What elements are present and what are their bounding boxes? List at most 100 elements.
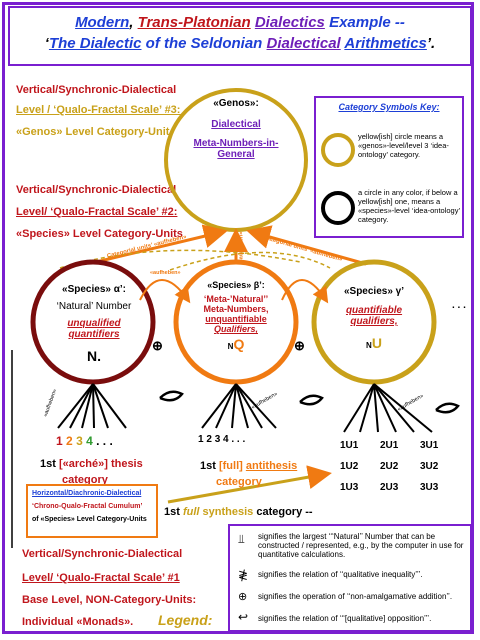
synth-cell-4: 1U2	[340, 461, 359, 472]
title-arithmetics: Arithmetics	[344, 35, 427, 52]
beta-fan	[201, 383, 277, 429]
species-alpha-line3: unqualified quantifiers	[67, 318, 121, 340]
arrow-alpha-beta	[139, 279, 191, 304]
title-quote-close: ’.	[426, 35, 436, 52]
title-dialectics: Dialectics	[254, 14, 325, 31]
legend-oplus-icon: ⊕	[238, 591, 248, 603]
level1-line3: Base Level, NON-Category-Units:	[22, 594, 197, 606]
oplus-icon-1: ⊕	[152, 338, 163, 353]
hbox-line3: of «Species» Level Category-Units	[32, 516, 147, 523]
title-trans-platonian: Trans-Platonian	[137, 14, 251, 31]
species-gamma-line2: quantifiable	[345, 305, 403, 316]
key-black-circle	[321, 191, 355, 225]
synth-label-a: 1st	[164, 506, 180, 518]
page-frame	[2, 2, 474, 634]
species-gamma-symbol: U	[371, 335, 382, 351]
alpha-fan	[57, 383, 127, 429]
synthesis-arrow	[167, 465, 332, 504]
synth-cell-2: 2U1	[380, 440, 399, 451]
key-yellow-circle	[321, 133, 355, 167]
anti-num-3: 3	[214, 434, 221, 445]
level3-line1: Vertical/Synchronic-Dialectical	[16, 84, 177, 96]
synth-cell-9: 3U3	[420, 482, 439, 493]
synth-cell-5: 2U2	[380, 461, 399, 472]
anti-num-1: 1	[198, 434, 204, 445]
gamma-fan	[343, 383, 433, 433]
genos-label: «Genos»:	[213, 98, 259, 109]
title-line-1: Modern, Trans-Platonian Dialectics Examp…	[10, 14, 470, 31]
synth-cell-3: 3U1	[420, 440, 439, 451]
anti-label-c: antithesis	[245, 460, 298, 472]
level2-line2: Level/ ‘Qualo-Fractal Scale’ #2:	[16, 206, 178, 218]
oplus-icon-2: ⊕	[294, 338, 305, 353]
opposition-icon-1	[159, 390, 184, 402]
thesis-num-4: 4	[86, 434, 93, 448]
synth-cell-7: 1U3	[340, 482, 359, 493]
title-the-dialectic: The Dialectic	[48, 35, 142, 52]
level2-line3: «Species» Level Category-Units	[16, 228, 183, 240]
species-beta-line4: unquantifiable	[205, 314, 267, 324]
arrow-beta-gamma	[281, 279, 329, 304]
species-gamma-circle	[311, 259, 437, 385]
legend-largest-icon: ⫫	[238, 532, 245, 546]
opposition-icon-2	[299, 394, 324, 406]
key-black-desc: a circle in any color, if below a yellow…	[358, 188, 460, 224]
dashed-arc-1	[59, 249, 301, 269]
legend-opposition-icon: ↩	[238, 610, 249, 624]
level3-line2: Level / ‘Qualo-Fractal Scale’ #3:	[16, 104, 181, 116]
dots-right: . . .	[452, 300, 466, 311]
species-gamma-sub: N	[366, 341, 372, 350]
synth-label-b: full	[182, 506, 200, 518]
arrow-gamma-to-genos	[246, 225, 367, 266]
title-modern: Modern	[75, 14, 130, 31]
title-box: Modern, Trans-Platonian Dialectics Examp…	[8, 6, 472, 66]
species-alpha-line2: ‘Natural’ Number	[56, 301, 132, 312]
synth-cell-8: 2U3	[380, 482, 399, 493]
horizontal-diachronic-box: Horizontal/Diachronic-Dialectical ‘Chron…	[26, 484, 158, 538]
anti-label-a: 1st	[200, 460, 216, 472]
category-symbols-key: Category Symbols Key: yellow[ish] circle…	[314, 96, 464, 238]
arrow-label-mid2: «aufheben»	[150, 270, 181, 276]
title-quote-open: ‘	[44, 35, 49, 52]
legend-row1: signifies the largest ‘‘‘Natural’’ Numbe…	[258, 532, 464, 559]
species-alpha-symbol: N.	[87, 348, 101, 364]
species-beta-line3: Meta-Numbers,	[203, 304, 269, 314]
opposition-icon-3	[435, 402, 460, 414]
species-gamma-line3: qualifiers,	[350, 316, 398, 327]
thesis-num-3: 3	[76, 434, 83, 448]
thesis-label-a: 1st	[40, 458, 56, 470]
species-alpha-circle	[30, 259, 156, 385]
legend-row2: signifies the relation of ‘‘qualitative …	[258, 570, 423, 579]
species-beta-label: «Species» β’:	[207, 280, 265, 290]
species-gamma-label: «Species» γ’	[343, 286, 405, 297]
legend-inequality-icon: ≹	[238, 568, 249, 582]
legend-row4: signifies the relation of ‘‘‘[qualitativ…	[258, 614, 432, 623]
anti-num-4: 4	[223, 434, 229, 445]
title-of-the: of the	[145, 35, 187, 52]
synthesis-grid: 1U1 2U1 3U1 1U2 2U2 3U2 1U3 2U3 3U3	[340, 440, 460, 493]
thesis-num-2: 2	[66, 434, 73, 448]
synth-label-c: synthesis	[202, 506, 254, 518]
title-seldonian: Seldonian	[190, 35, 263, 52]
legend-row3: signifies the operation of ‘‘non-amalgam…	[258, 592, 453, 601]
level1-line1: Vertical/Synchronic-Dialectical	[22, 548, 183, 560]
title-dialectical: Dialectical	[266, 35, 341, 52]
synth-cell-6: 3U2	[420, 461, 439, 472]
hbox-line1: Horizontal/Diachronic-Dialectical	[32, 490, 142, 497]
species-beta-sub: N	[227, 342, 234, 351]
species-alpha-label: «Species» α’:	[62, 284, 126, 295]
anti-label-d: category	[216, 476, 262, 488]
title-example: Example --	[329, 14, 405, 31]
genos-meta-numbers: Meta-Numbers-in-General	[193, 138, 279, 160]
synth-cell-1: 1U1	[340, 440, 359, 451]
anti-label-b: [full]	[218, 460, 243, 472]
legend-title: Legend:	[158, 612, 213, 628]
title-line-2: ‘The Dialectic of the Seldonian Dialecti…	[10, 35, 470, 52]
key-yellow-desc: yellow[ish] circle means a «genos»-level…	[358, 132, 449, 159]
genos-dialectical: Dialectical	[211, 119, 261, 130]
thesis-dots: . . .	[96, 434, 113, 448]
anti-num-2: 2	[206, 434, 212, 445]
species-beta-line2: ‘Meta-’Natural’’	[203, 294, 269, 304]
level3-line3: «Genos» Level Category-Unit	[16, 126, 170, 138]
